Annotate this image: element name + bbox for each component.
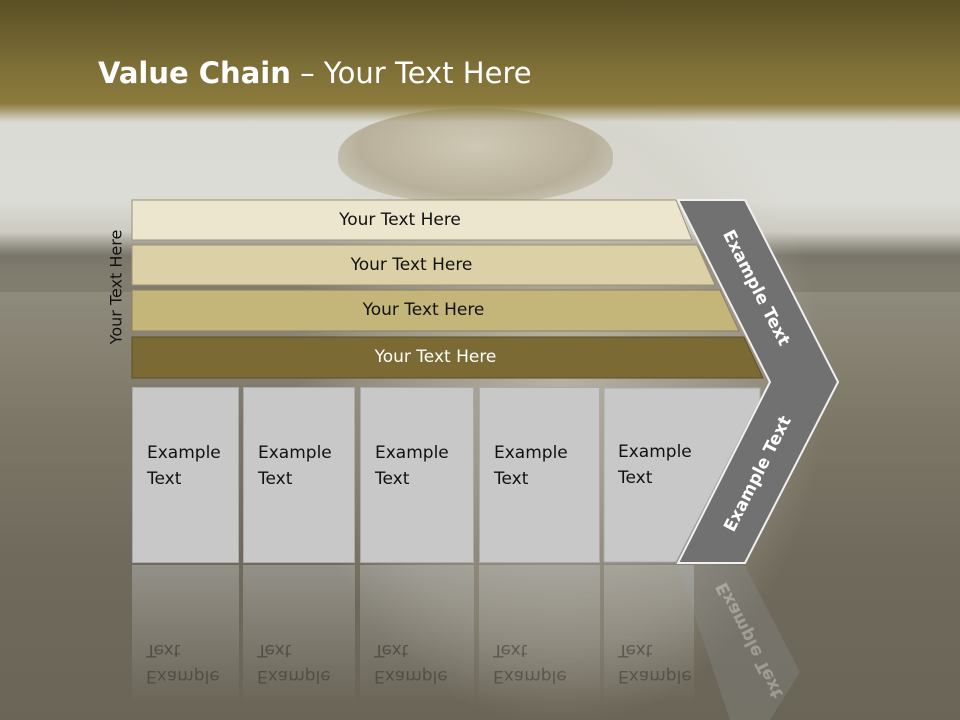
cell-3-reflection: Example Text	[360, 565, 474, 705]
cell-3-line2: Text	[375, 469, 410, 489]
chevron-shape	[676, 199, 840, 564]
cell-1-line1: Example	[147, 443, 221, 463]
bar-2-label: Your Text Here	[350, 255, 473, 275]
cell-2-line1: Example	[258, 443, 332, 463]
cell-3: Example Text	[360, 387, 474, 563]
cell-4-reflection-line2: Text	[493, 640, 528, 660]
bar-1: Your Text Here	[132, 200, 692, 240]
cell-5-line1: Example	[618, 442, 692, 462]
title-rest: – Your Text Here	[290, 56, 532, 90]
cell-2-line2: Text	[258, 469, 293, 489]
cell-5-line2: Text	[618, 468, 653, 488]
bar-3-label: Your Text Here	[362, 300, 485, 320]
cell-4: Example Text	[479, 387, 600, 563]
bar-shape-2	[131, 244, 716, 286]
background-hat	[338, 108, 613, 203]
bar-shape-4	[131, 336, 764, 379]
bar-shape-1	[131, 199, 693, 241]
cell-4-reflection: Example Text	[479, 565, 600, 705]
cell-5-reflection-line1: Example	[618, 666, 692, 686]
cell-2-reflection: Example Text	[243, 565, 355, 705]
bar-4: Your Text Here	[132, 337, 763, 377]
cell-5-reflection: Example Text	[604, 565, 694, 705]
bar-2: Your Text Here	[132, 245, 715, 285]
cell-3-line1: Example	[375, 443, 449, 463]
cell-2-reflection-line2: Text	[257, 640, 292, 660]
title-band	[0, 0, 960, 122]
bar-shape-3	[131, 289, 740, 332]
cell-5: Example Text	[604, 387, 694, 563]
cell-1-reflection-line1: Example	[146, 666, 220, 686]
cell-1: Example Text	[132, 387, 239, 563]
title-bold: Value Chain	[98, 56, 291, 90]
chevron-reflection: Example Text	[678, 566, 800, 720]
cell-2: Example Text	[243, 387, 355, 563]
bar-4-label: Your Text Here	[374, 347, 497, 367]
cell-3-reflection-line1: Example	[374, 666, 448, 686]
cell-3-reflection-line2: Text	[374, 640, 409, 660]
cell-1-reflection: Example Text	[132, 565, 239, 705]
bar-1-label: Your Text Here	[339, 210, 461, 230]
cell-1-reflection-line2: Text	[146, 640, 181, 660]
cell-5-reflection-line2: Text	[618, 640, 653, 660]
slide-title: Value Chain – Your Text Here	[98, 56, 532, 90]
bar-3: Your Text Here	[132, 290, 739, 330]
cell-2-reflection-line1: Example	[257, 666, 331, 686]
cell-shape-last	[603, 387, 761, 563]
cell-4-line2: Text	[494, 469, 529, 489]
cell-4-line1: Example	[494, 443, 568, 463]
cell-4-reflection-line1: Example	[493, 666, 567, 686]
cell-1-line2: Text	[147, 469, 182, 489]
